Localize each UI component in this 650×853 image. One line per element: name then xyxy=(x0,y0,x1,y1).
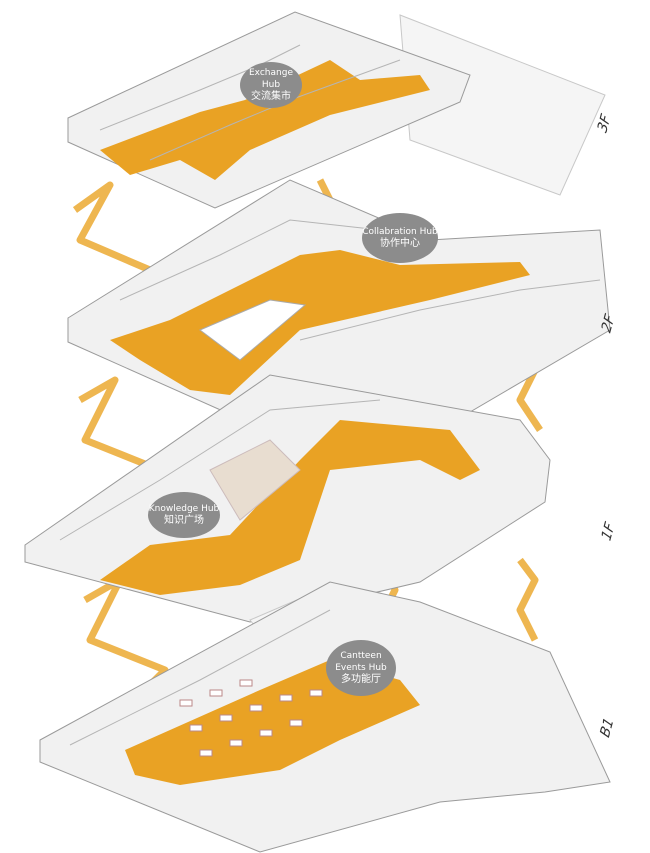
collaboration-hub-en: Collabration Hub xyxy=(362,227,438,237)
floor-2f-plan xyxy=(67,179,611,413)
knowledge-hub-cn: 知识广场 xyxy=(164,515,204,526)
floor-1f-plan xyxy=(24,374,551,623)
exchange-hub-label: Exchange Hub 交流集市 xyxy=(240,62,302,108)
exchange-hub-en: Exchange Hub xyxy=(249,68,293,90)
canteen-hub-en-1: Cantteen xyxy=(340,651,382,661)
exchange-hub-cn: 交流集市 xyxy=(251,91,291,102)
canteen-hub-en-2: Events Hub xyxy=(335,663,387,673)
knowledge-hub-en: Knowledge Hub xyxy=(148,504,220,514)
floor-3f-plan xyxy=(67,11,606,209)
collaboration-hub-label: Collabration Hub 协作中心 xyxy=(362,213,438,263)
canteen-hub-cn: 多功能厅 xyxy=(341,674,381,685)
canteen-tables xyxy=(179,679,323,757)
canteen-events-hub-label: Cantteen Events Hub 多功能厅 xyxy=(326,640,396,696)
knowledge-hub-label: Knowledge Hub 知识广场 xyxy=(148,492,220,538)
collaboration-hub-cn: 协作中心 xyxy=(380,238,420,249)
